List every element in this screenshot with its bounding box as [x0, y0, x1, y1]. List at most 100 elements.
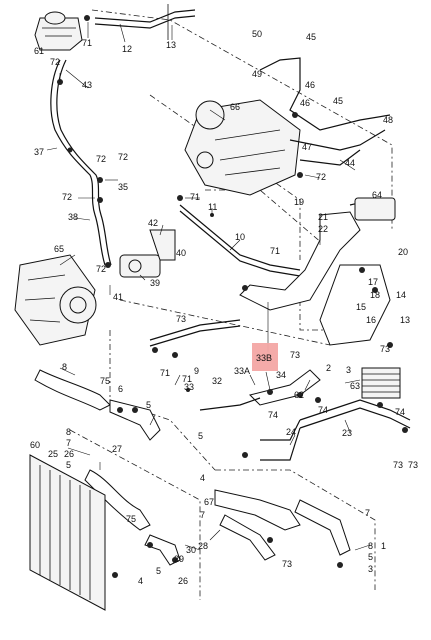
callout-21: 21: [318, 212, 328, 222]
callout-73-c: 73: [290, 350, 300, 360]
callout-42: 42: [148, 218, 158, 228]
callout-43: 43: [82, 80, 92, 90]
left-coolant-hose: [50, 59, 112, 266]
callout-labels: 61 71 12 13 72 43 50 45 49 46 46 45 66 4…: [30, 29, 418, 586]
callout-50: 50: [252, 29, 262, 39]
callout-35: 35: [118, 182, 128, 192]
callout-48: 48: [383, 115, 393, 125]
callout-64: 64: [372, 190, 382, 200]
callout-6: 6: [118, 384, 123, 394]
callout-66: 66: [230, 102, 240, 112]
callout-5-c: 5: [198, 431, 203, 441]
callout-71-d: 71: [160, 368, 170, 378]
callout-74-c: 74: [395, 407, 405, 417]
callout-5-e: 5: [368, 552, 373, 562]
water-pump: [14, 254, 97, 346]
callout-5: 5: [146, 400, 151, 410]
upper-hose-12: [94, 4, 196, 40]
callout-5-b: 5: [66, 460, 71, 470]
callout-13-b: 13: [400, 315, 410, 325]
callout-74: 74: [268, 410, 278, 420]
turbo-coolant-pipes: [259, 57, 391, 166]
callout-4-b: 4: [138, 576, 143, 586]
callout-39: 39: [150, 278, 160, 288]
callout-7-b: 7: [365, 508, 370, 518]
callout-44: 44: [345, 158, 355, 168]
callout-1: 1: [381, 541, 386, 551]
callout-73-f: 73: [282, 559, 292, 569]
callout-72-f: 72: [96, 264, 106, 274]
callout-75-b: 75: [126, 514, 136, 524]
callout-8-b: 8: [66, 427, 71, 437]
callout-61: 61: [34, 46, 44, 56]
callout-2: 2: [326, 363, 331, 373]
callout-73-b: 73: [380, 344, 390, 354]
callout-3: 3: [346, 365, 351, 375]
callout-12: 12: [122, 44, 132, 54]
bottom-hoses: [144, 489, 351, 566]
callout-65: 65: [54, 244, 64, 254]
callout-72-d: 72: [316, 172, 326, 182]
callout-28: 28: [198, 541, 208, 551]
callout-20: 20: [398, 247, 408, 257]
callout-47: 47: [302, 142, 312, 152]
callout-37: 37: [34, 147, 44, 157]
callout-34: 34: [276, 370, 286, 380]
callout-19: 19: [294, 197, 304, 207]
callout-11: 11: [208, 202, 217, 212]
callout-45-b: 45: [333, 96, 343, 106]
callout-8: 8: [62, 362, 67, 372]
highlight-marker: [252, 343, 278, 371]
callout-29: 29: [174, 554, 184, 564]
callout-72-e: 72: [62, 192, 72, 202]
callout-14: 14: [396, 290, 406, 300]
callout-27: 27: [112, 444, 122, 454]
coolant-pipe-10: [179, 204, 301, 277]
callout-18: 18: [370, 290, 380, 300]
callout-33A: 33A: [234, 366, 250, 376]
callout-72: 72: [50, 57, 60, 67]
callout-60: 60: [30, 440, 40, 450]
callout-72-c: 72: [118, 152, 128, 162]
callout-38: 38: [68, 212, 78, 222]
callout-30: 30: [186, 545, 196, 555]
callout-10: 10: [235, 232, 245, 242]
leader-lines: [41, 22, 371, 551]
auxiliary-pump: [119, 229, 176, 278]
callout-46-b: 46: [300, 98, 310, 108]
callout-22: 22: [318, 224, 328, 234]
callout-23: 23: [342, 428, 352, 438]
callout-33B: 33B: [256, 353, 272, 363]
central-hose-assembly: [149, 319, 321, 411]
expansion-tank: [34, 11, 83, 51]
callout-72-b: 72: [96, 154, 106, 164]
callout-73-d: 73: [393, 460, 403, 470]
callout-71: 71: [82, 38, 92, 48]
callout-16: 16: [366, 315, 376, 325]
callout-71-b: 71: [190, 192, 200, 202]
callout-49: 49: [252, 69, 262, 79]
callout-73: 73: [176, 314, 186, 324]
callout-9: 9: [194, 366, 199, 376]
callout-45: 45: [306, 32, 316, 42]
callout-62: 62: [294, 390, 304, 400]
callout-26: 26: [64, 449, 74, 459]
callout-74-b: 74: [318, 405, 328, 415]
callout-25: 25: [48, 449, 58, 459]
callout-71-c: 71: [270, 246, 280, 256]
callout-63: 63: [350, 381, 360, 391]
callout-46: 46: [305, 80, 315, 90]
turbocharger: [184, 99, 301, 196]
radiator: [29, 454, 106, 611]
callout-71-e: 71: [182, 374, 192, 384]
callout-5-d: 5: [156, 566, 161, 576]
callout-26-b: 26: [178, 576, 188, 586]
coolant-pipes-23: [260, 399, 411, 461]
callout-7: 7: [66, 438, 71, 448]
callout-40: 40: [176, 248, 186, 258]
callout-75: 75: [100, 376, 110, 386]
callout-15: 15: [356, 302, 366, 312]
callout-8-c: 8: [368, 541, 373, 551]
